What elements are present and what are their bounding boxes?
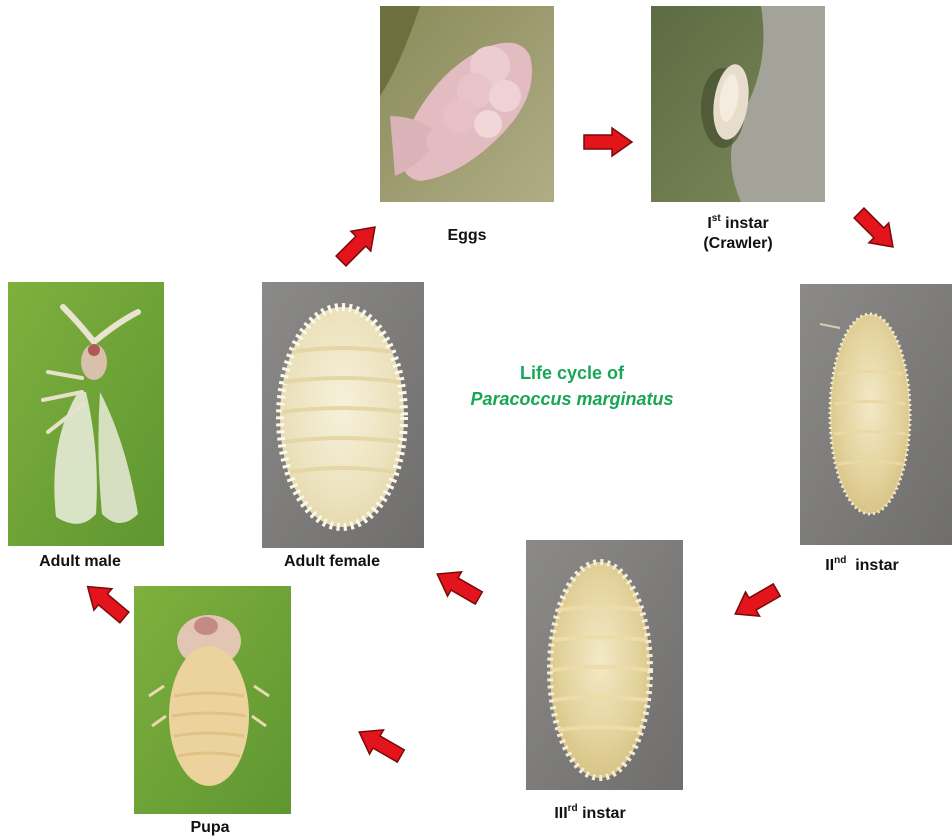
crawler-line2: (Crawler) xyxy=(676,234,800,254)
third-instar-label: IIIrd instar xyxy=(530,804,650,824)
adult-female-photo xyxy=(262,282,424,548)
title-line-2: Paracoccus marginatus xyxy=(452,386,692,412)
arrow-eggs-to-crawler xyxy=(582,126,634,158)
pupa-label: Pupa xyxy=(160,818,260,838)
arrow-third-to-pupa xyxy=(349,717,410,771)
arrow-third-to-adult-female xyxy=(427,559,488,613)
second-instar-label: IInd instar xyxy=(800,556,924,576)
adult-male-photo xyxy=(8,282,164,546)
crawler-sup: st xyxy=(712,213,721,224)
pupa-photo xyxy=(134,586,291,814)
arrow-crawler-to-second xyxy=(846,200,905,259)
adult-female-label: Adult female xyxy=(262,552,402,572)
crawler-label: Ist instar (Crawler) xyxy=(676,214,800,254)
adult-male-label: Adult male xyxy=(10,552,150,572)
crawler-rest: instar xyxy=(721,215,769,232)
second-roman: II xyxy=(825,557,834,574)
third-instar-photo xyxy=(526,540,683,790)
arrow-second-to-third xyxy=(725,575,786,629)
eggs-photo xyxy=(380,6,554,202)
third-roman: III xyxy=(554,805,567,822)
diagram-title: Life cycle of Paracoccus marginatus xyxy=(452,360,692,412)
third-sup: rd xyxy=(568,803,578,814)
arrow-adult-female-to-eggs xyxy=(328,214,387,273)
second-instar-photo xyxy=(800,284,952,545)
title-line-1: Life cycle of xyxy=(452,360,692,386)
third-rest: instar xyxy=(578,805,626,822)
eggs-label: Eggs xyxy=(420,226,514,246)
crawler-photo xyxy=(651,6,825,202)
arrow-pupa-to-adult-male xyxy=(76,573,136,631)
second-sup: nd xyxy=(834,555,846,566)
second-rest: instar xyxy=(846,557,898,574)
